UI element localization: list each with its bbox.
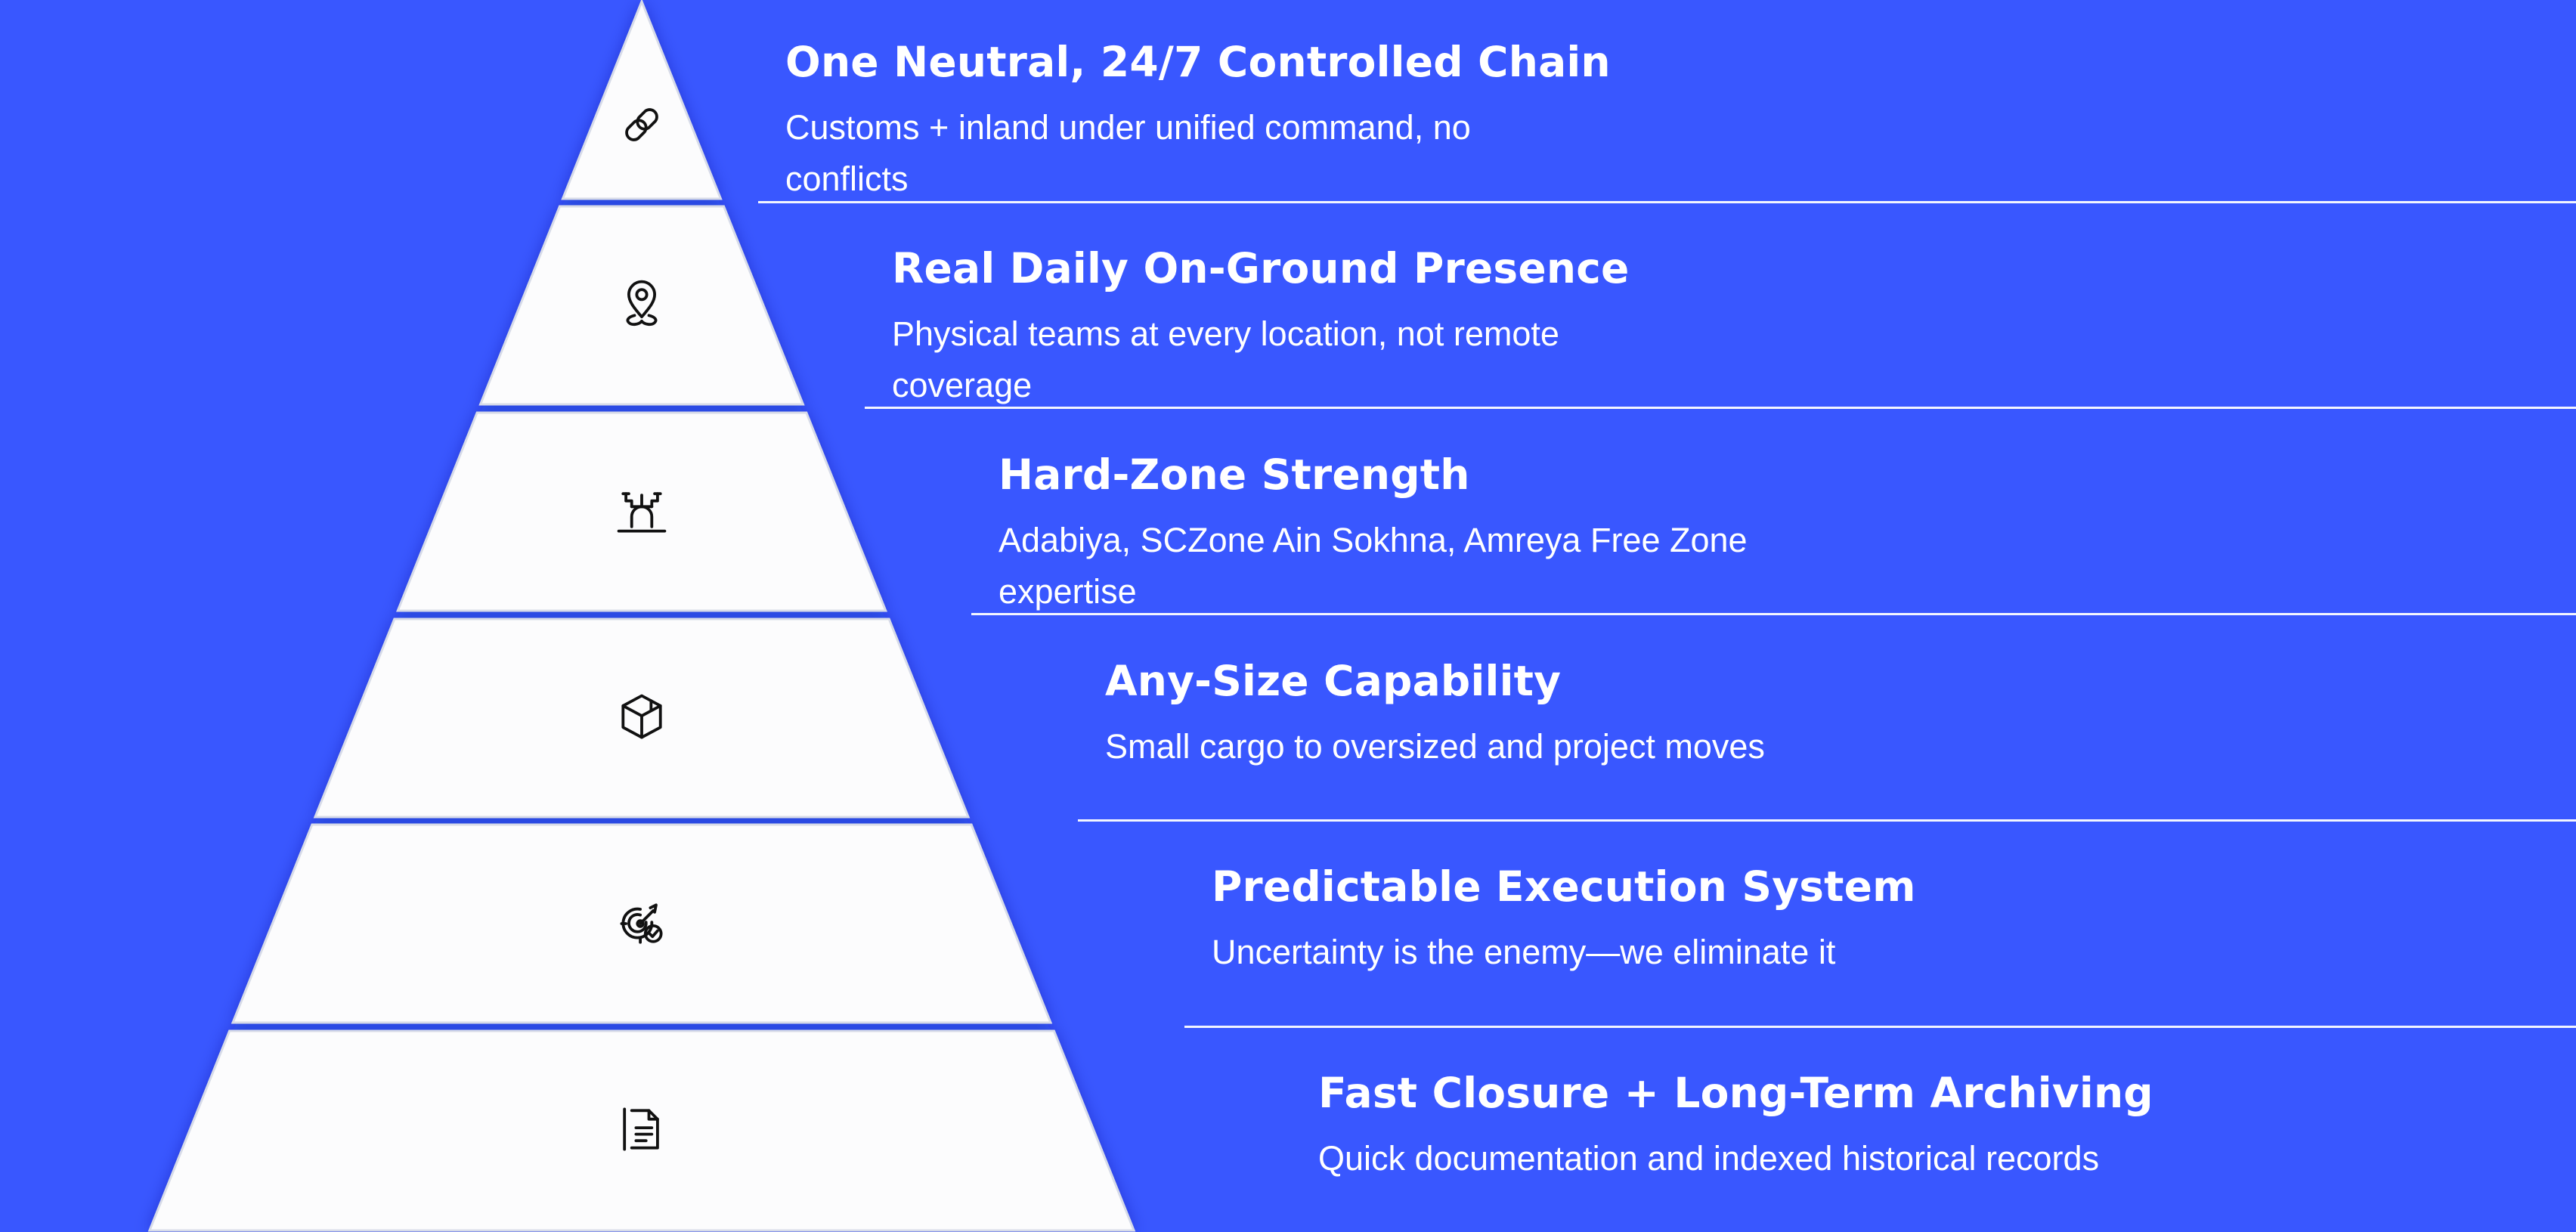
tier-2-icon-holder bbox=[611, 275, 672, 336]
crane-icon bbox=[617, 492, 667, 533]
package-box-icon bbox=[621, 694, 662, 739]
tier-2-description: Physical teams at every location, not re… bbox=[892, 314, 1559, 404]
tier-2-title: Real Daily On-Ground Presence bbox=[892, 244, 1630, 293]
target-check-icon bbox=[620, 903, 663, 944]
tier-3-icon-holder bbox=[611, 481, 672, 541]
tier-1-divider bbox=[758, 201, 2576, 203]
tier-4-icon-holder bbox=[611, 687, 672, 748]
tier-6-text: Fast Closure + Long-Term Archiving Quick… bbox=[1318, 1066, 2361, 1184]
tier-1-description: Customs + inland under unified command, … bbox=[785, 108, 1471, 198]
location-pin-icon bbox=[626, 280, 658, 327]
tier-3-description: Adabiya, SCZone Ain Sokhna, Amreya Free … bbox=[999, 521, 1748, 611]
tier-4-title: Any-Size Capability bbox=[1105, 657, 1562, 705]
tier-1-title: One Neutral, 24/7 Controlled Chain bbox=[785, 38, 1611, 86]
tier-4-description: Small cargo to oversized and project mov… bbox=[1105, 727, 1765, 766]
tier-4-divider bbox=[1078, 819, 2576, 822]
tier-5-text: Predictable Execution System Uncertainty… bbox=[1212, 860, 2255, 978]
tier-5-title: Predictable Execution System bbox=[1212, 862, 1916, 911]
tier-6-icon-holder bbox=[611, 1099, 672, 1159]
tier-1-text: One Neutral, 24/7 Controlled Chain Custo… bbox=[785, 36, 1828, 205]
tier-5-divider bbox=[1184, 1026, 2576, 1028]
tier-2-text: Real Daily On-Ground Presence Physical t… bbox=[892, 242, 1935, 411]
document-icon bbox=[623, 1107, 659, 1151]
tier-3-text: Hard-Zone Strength Adabiya, SCZone Ain S… bbox=[999, 448, 2042, 618]
tier-3-title: Hard-Zone Strength bbox=[999, 450, 1470, 499]
tier-6-description: Quick documentation and indexed historic… bbox=[1318, 1139, 2100, 1178]
tier-6-title: Fast Closure + Long-Term Archiving bbox=[1318, 1069, 2153, 1117]
tier-1-icon-holder bbox=[611, 94, 672, 155]
link-icon bbox=[625, 108, 658, 141]
tier-4-text: Any-Size Capability Small cargo to overs… bbox=[1105, 655, 2148, 772]
tier-3-divider bbox=[971, 613, 2576, 615]
tier-5-icon-holder bbox=[611, 893, 672, 954]
tier-2-divider bbox=[865, 407, 2576, 409]
tier-5-description: Uncertainty is the enemy—we eliminate it bbox=[1212, 933, 1836, 971]
